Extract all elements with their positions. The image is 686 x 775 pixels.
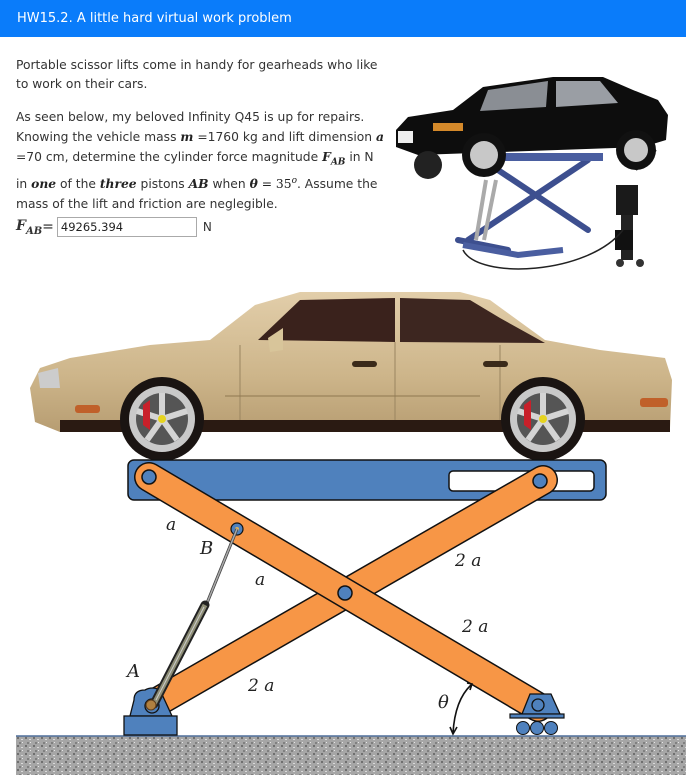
problem-header: HW15.2. A little hard virtual work probl…	[0, 0, 686, 37]
intro-paragraph: Portable scissor lifts come in handy for…	[16, 58, 378, 91]
label-theta: θ	[438, 692, 449, 713]
label-2a-right-lower: 2 a	[461, 617, 488, 637]
label-a-upper: a	[166, 515, 176, 535]
label-B: B	[199, 538, 213, 559]
pin-upper-right	[532, 473, 548, 489]
problem-statement: As seen below, my beloved Infinity Q45 i…	[16, 110, 384, 211]
label-a-lower: a	[255, 570, 265, 590]
scissor-lift-diagram: a B a 2 a 2 a A 2 a θ	[16, 292, 686, 775]
pin-upper-left	[141, 469, 157, 485]
answer-input[interactable]	[56, 217, 197, 237]
ground	[16, 736, 686, 775]
a-symbol: a	[376, 129, 384, 144]
answer-row: FAB = N	[16, 215, 212, 239]
theta-arc-arrow	[449, 682, 474, 736]
problem-title: HW15.2. A little hard virtual work probl…	[17, 11, 292, 26]
label-A: A	[125, 661, 140, 682]
label-2a-left: 2 a	[247, 676, 274, 696]
roller-support	[509, 693, 565, 735]
pin-center	[337, 585, 353, 601]
answer-unit: N	[202, 220, 212, 234]
mass-symbol: m	[180, 129, 194, 144]
label-2a-right-upper: 2 a	[454, 551, 481, 571]
car-image	[30, 292, 672, 461]
force-symbol: FAB	[322, 149, 346, 168]
hydraulic-cylinder-AB	[145, 528, 239, 711]
scissor-lift-photo	[396, 77, 668, 270]
answer-label: FAB	[16, 217, 43, 237]
